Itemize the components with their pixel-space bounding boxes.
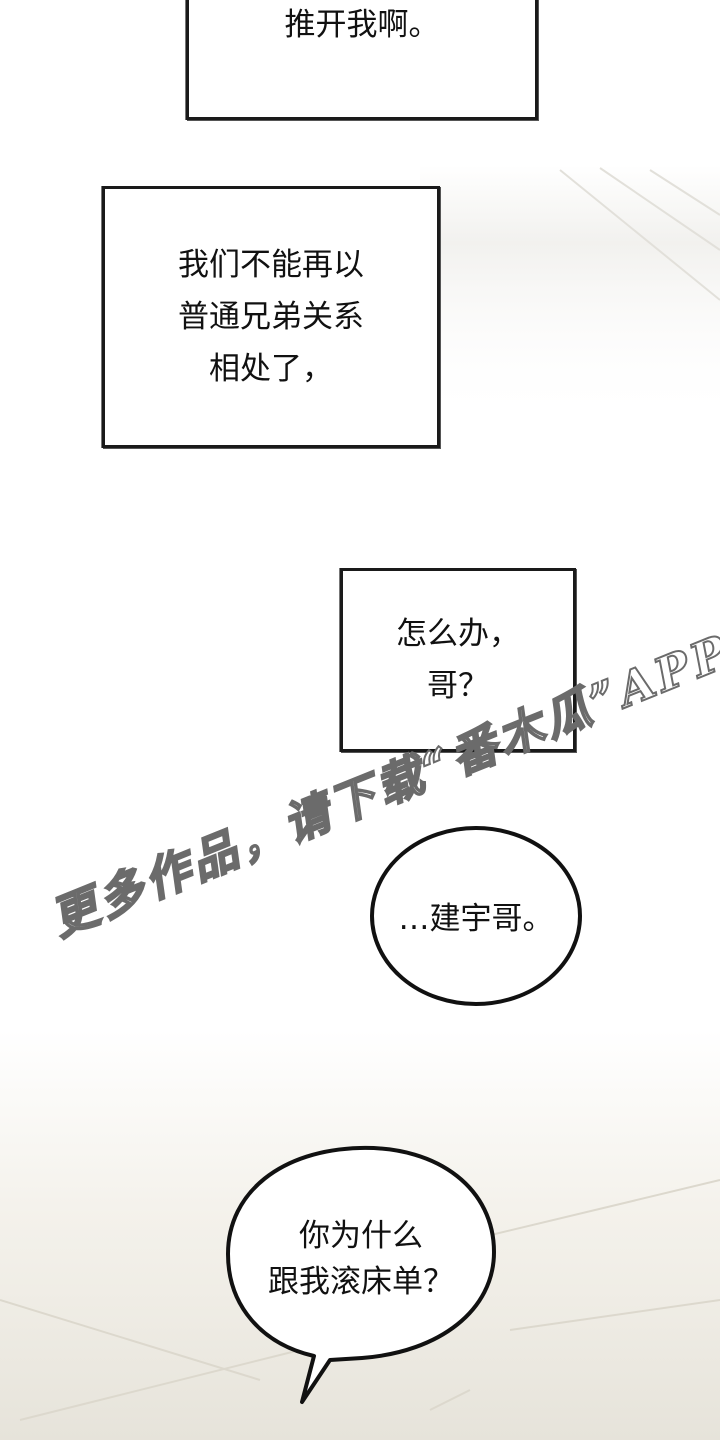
dialogue-line: …建宇哥。 — [398, 901, 554, 937]
speech-bubble-2 — [226, 1145, 496, 1404]
narration-box-2: 我们不能再以 普通兄弟关系 相处了， — [102, 186, 440, 448]
narration-box-1: 推开我啊。 — [186, 0, 538, 120]
dialogue-line: 跟我滚床单？ — [268, 1264, 454, 1300]
speech-bubble-1 — [370, 826, 582, 1006]
narration-line: 相处了， — [209, 351, 333, 387]
narration-box-2-text: 我们不能再以 普通兄弟关系 相处了， — [178, 239, 364, 395]
narration-line: 推开我啊。 — [284, 7, 440, 43]
narration-box-3: 怎么办， 哥？ — [340, 568, 576, 752]
narration-line: 哥？ — [427, 668, 489, 704]
narration-line: 怎么办， — [396, 616, 520, 652]
dialogue-line: 你为什么 — [299, 1218, 423, 1254]
speech-bubble-2-text: 你为什么 跟我滚床单？ — [230, 1213, 492, 1305]
upper-sketch-lines — [559, 167, 720, 301]
narration-box-3-text: 怎么办， 哥？ — [396, 608, 520, 712]
speech-bubble-1-text: …建宇哥。 — [372, 896, 580, 942]
lower-sketch-lines — [0, 1179, 720, 1421]
upper-shade — [420, 165, 720, 425]
narration-line: 我们不能再以 — [178, 247, 364, 283]
narration-line: 普通兄弟关系 — [178, 299, 364, 335]
narration-box-1-text: 推开我啊。 — [285, 0, 440, 51]
